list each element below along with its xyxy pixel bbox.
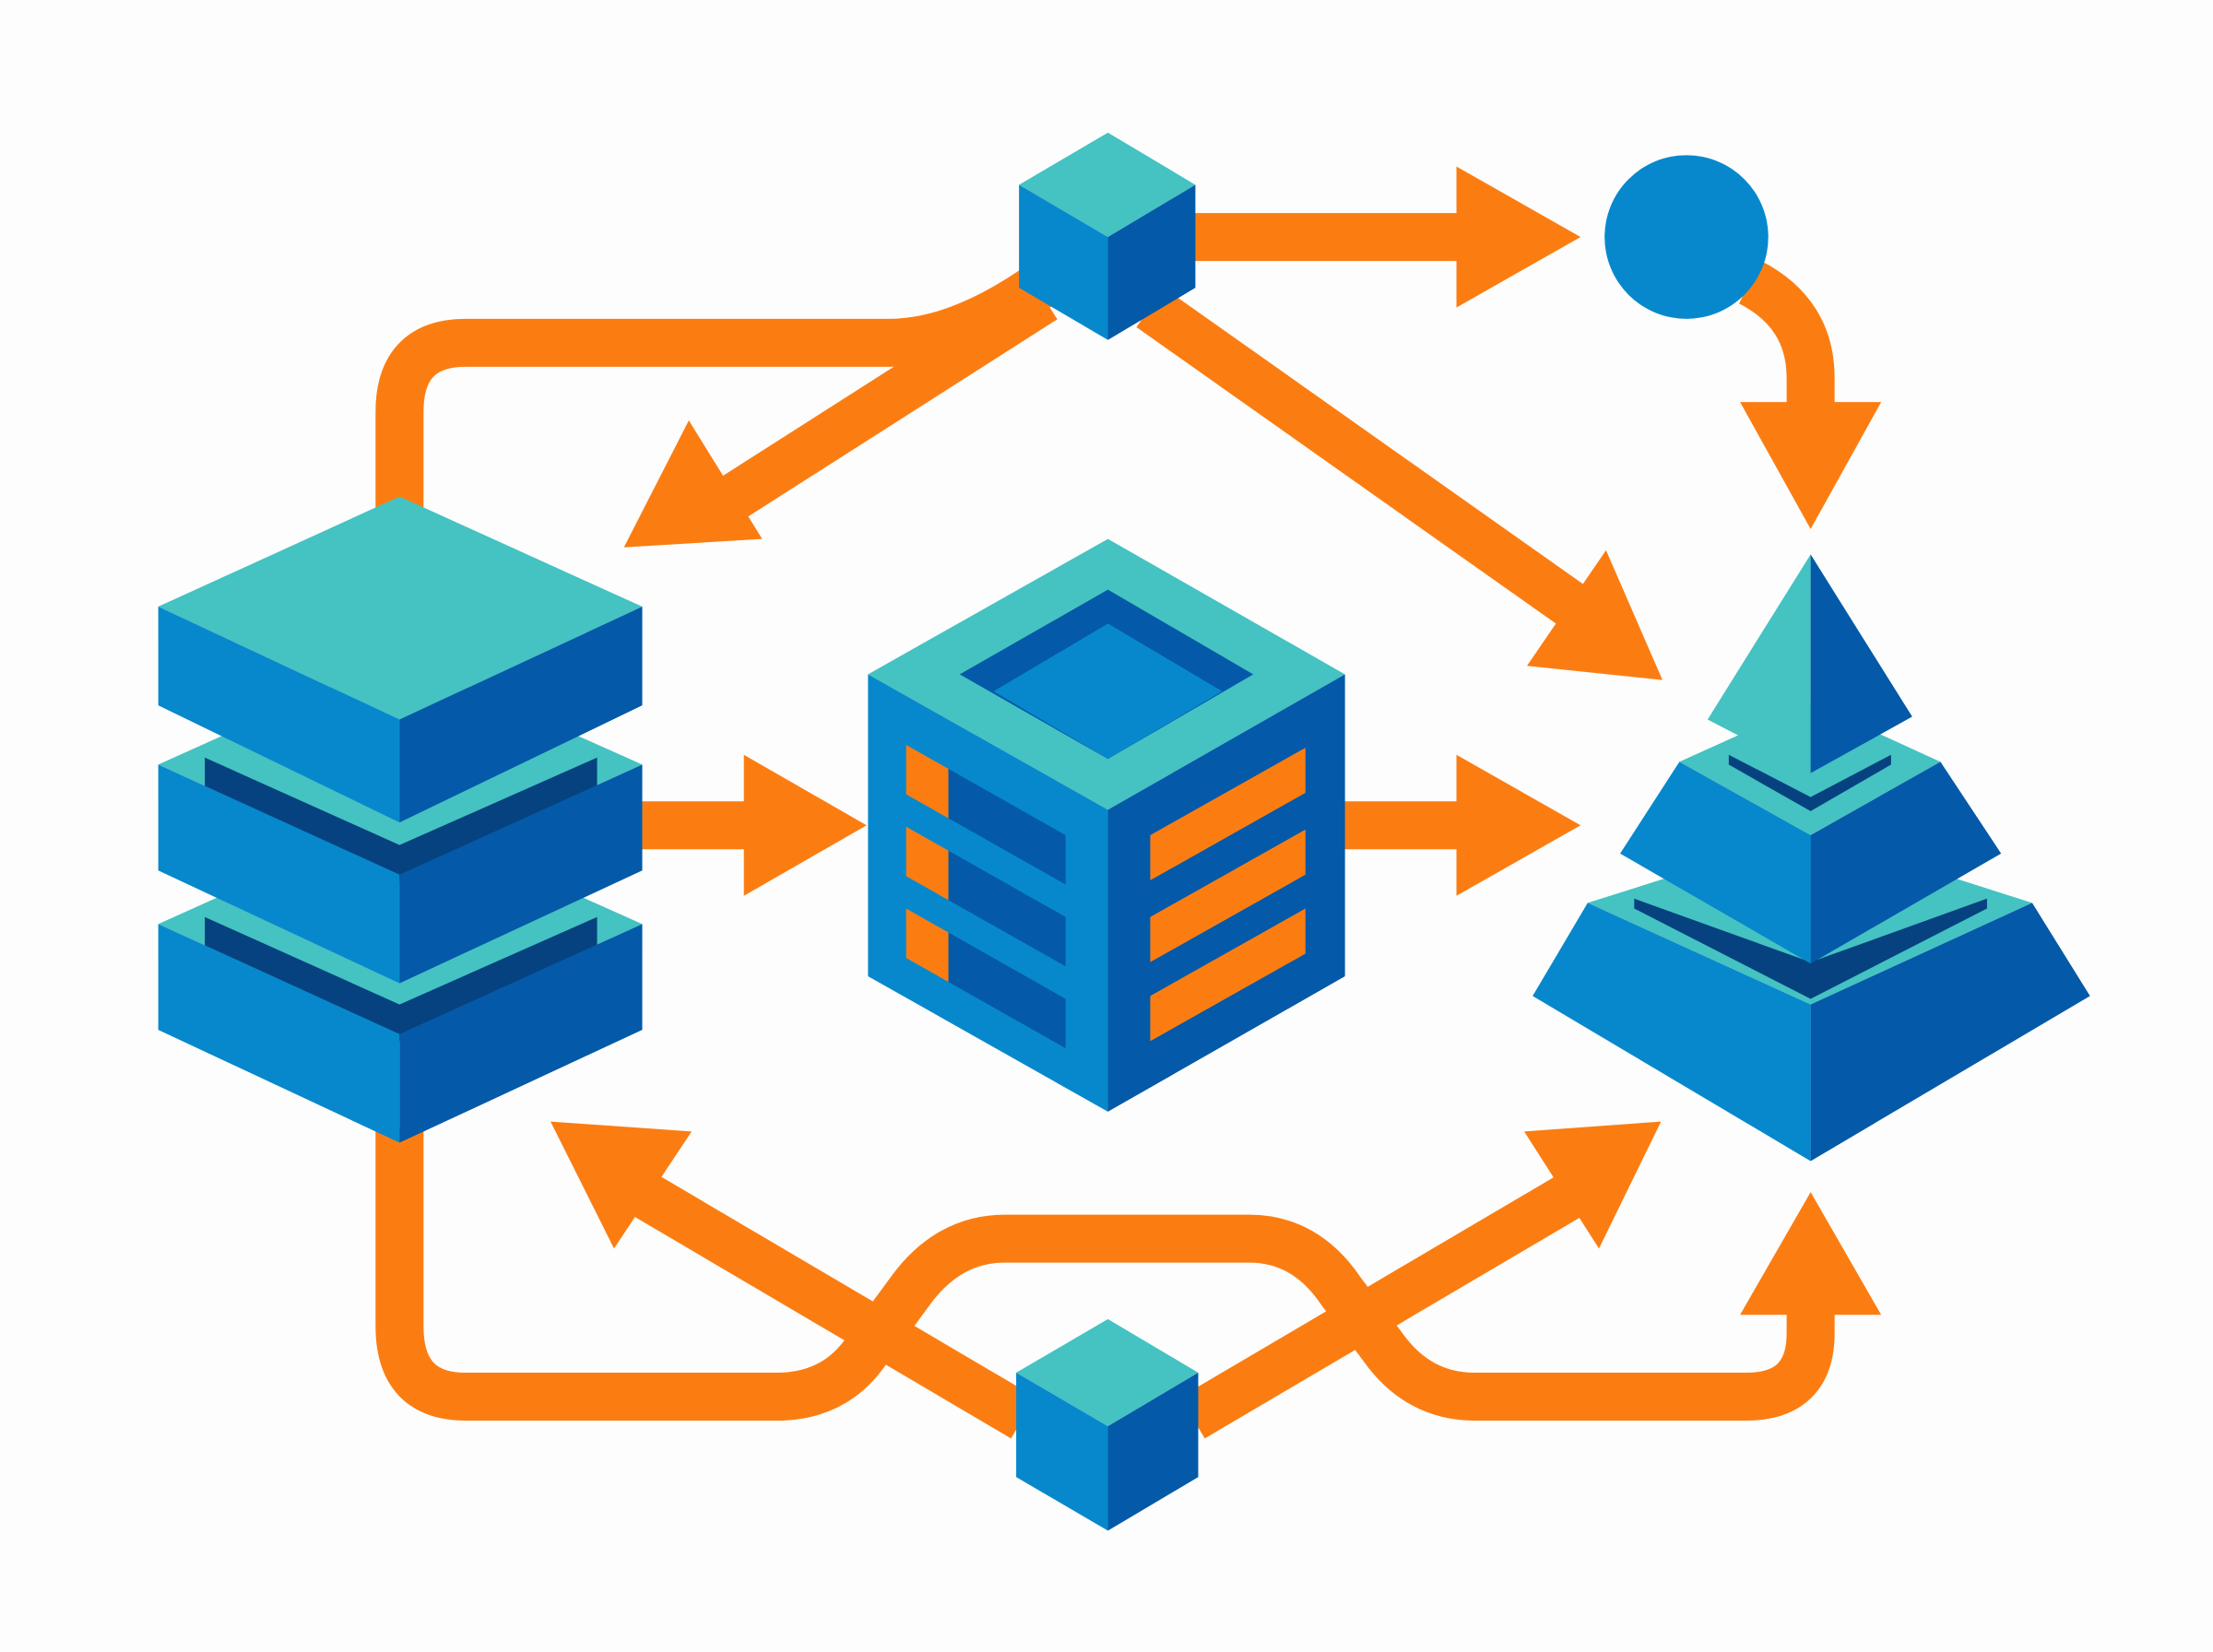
arrowhead-to-pyramid-top	[1740, 402, 1882, 529]
layer-stack-icon	[158, 496, 643, 1143]
server-cube-icon	[868, 538, 1345, 1112]
arrowhead-to-server	[743, 754, 867, 896]
arrowhead-to-pyramid-bottom	[1523, 1121, 1662, 1249]
layer-top	[158, 496, 643, 823]
arrowhead-to-layers-bottom	[550, 1121, 692, 1249]
arrowhead-server-to-pyramid	[1456, 754, 1581, 896]
arrow-top-cube-to-layers	[700, 278, 1058, 531]
bottom-cube-icon	[1016, 1318, 1199, 1531]
loop-connector-bottom	[375, 1128, 1835, 1422]
arrowhead-to-layers	[623, 420, 763, 548]
arrow-circle-to-pyramid	[1738, 260, 1835, 417]
arrow-bottom-cube-to-pyramid	[1180, 1168, 1593, 1439]
server-slots-left	[905, 745, 1066, 1049]
pyramid-icon	[1533, 554, 2090, 1162]
arrow-bottom-cube-to-layers	[622, 1168, 1035, 1439]
arrow-top-cube-to-pyramid	[1136, 288, 1598, 633]
circle-icon	[1604, 155, 1769, 319]
pyramid-tip	[1707, 554, 1912, 773]
arrowhead-to-circle	[1456, 166, 1581, 308]
arrowhead-to-pyramid-left	[1527, 549, 1663, 680]
server-slots-right	[1150, 748, 1306, 1042]
arrowhead-bottom-right-up	[1740, 1192, 1882, 1316]
connector-arrows	[375, 166, 1882, 1439]
top-cube-icon	[1019, 132, 1196, 340]
